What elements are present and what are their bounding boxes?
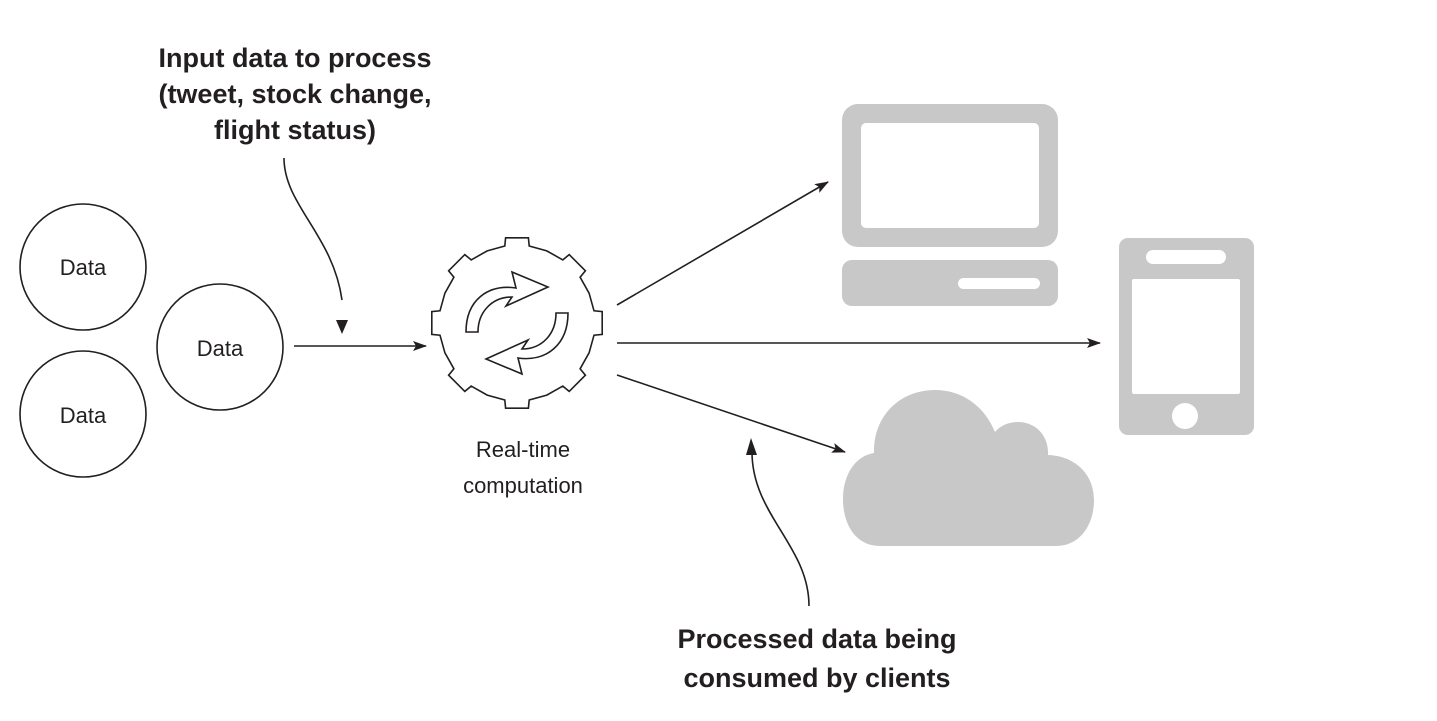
data-node-label: Data (197, 336, 244, 361)
output-callout-line-2: consumed by clients (683, 663, 950, 693)
gear-icon (431, 237, 603, 409)
input-callout: Input data to process (tweet, stock chan… (158, 43, 432, 334)
desktop-computer-icon (842, 104, 1058, 306)
output-callout-line-1: Processed data being (677, 624, 956, 654)
processor-caption-line-1: Real-time (476, 437, 570, 462)
data-node-middle: Data (156, 283, 284, 411)
output-callout-pointer (751, 451, 810, 607)
data-node-label: Data (60, 255, 107, 280)
output-arrow-desktop (616, 181, 829, 306)
realtime-computation-gear (431, 237, 603, 409)
data-node-top: Data (19, 203, 147, 331)
output-arrow-cloud (616, 374, 846, 453)
cloud-icon (843, 390, 1094, 546)
data-node-label: Data (60, 403, 107, 428)
input-callout-pointer (283, 157, 343, 301)
input-callout-line-1: Input data to process (158, 43, 431, 73)
smartphone-icon (1119, 238, 1254, 435)
input-callout-line-2: (tweet, stock change, (158, 79, 431, 109)
refresh-arrows-icon (465, 270, 569, 376)
output-callout: Processed data being consumed by clients (677, 438, 957, 693)
input-callout-line-3: flight status) (214, 115, 376, 145)
data-node-bottom: Data (19, 350, 147, 478)
processor-caption-line-2: computation (463, 473, 583, 498)
